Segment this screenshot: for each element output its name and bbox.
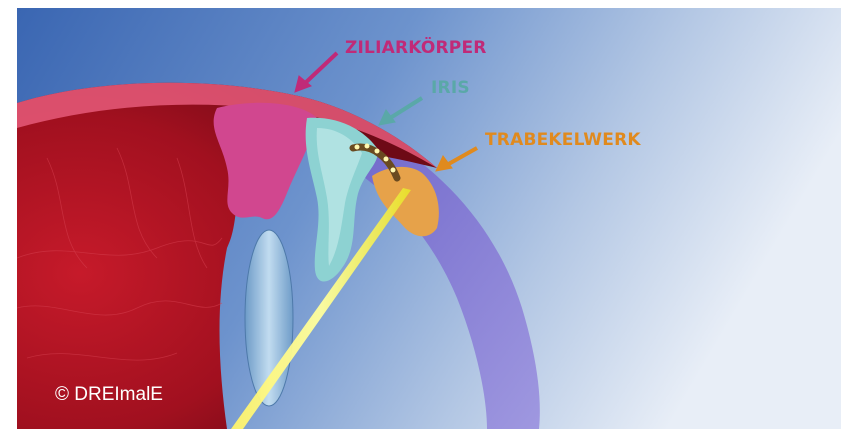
label-trabecular-meshwork: TRABEKELWERK <box>485 130 641 150</box>
eye-illustration: ZILIARKÖRPER IRIS TRABEKELWERK © DREImal… <box>17 8 841 429</box>
label-ciliary-body: ZILIARKÖRPER <box>345 36 487 58</box>
label-iris: IRIS <box>431 78 470 98</box>
eye-cross-section-diagram: ZILIARKÖRPER IRIS TRABEKELWERK © DREImal… <box>17 8 841 429</box>
copyright-notice: © DREImalE <box>55 384 163 405</box>
